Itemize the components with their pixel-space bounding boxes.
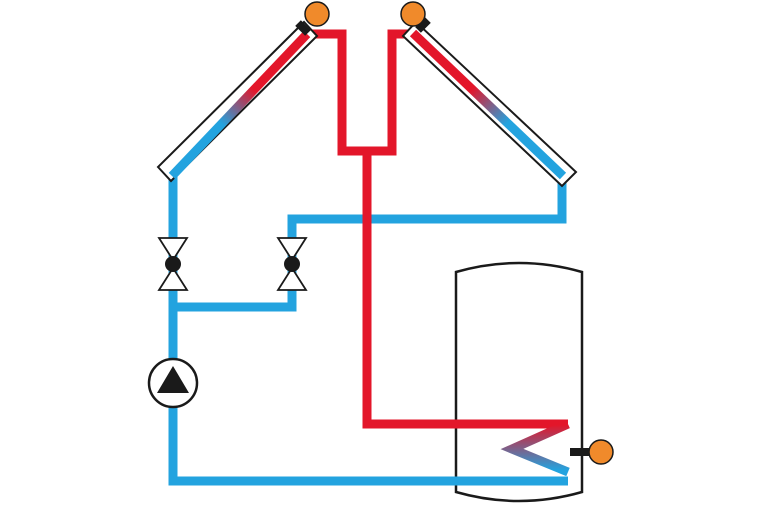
temperature-sensor-right-collector	[400, 1, 426, 27]
valve-actuator	[284, 256, 300, 272]
valve-icon	[157, 237, 189, 262]
valve-left	[157, 237, 189, 291]
sensor-probe-left	[295, 20, 311, 36]
valve-icon	[276, 237, 308, 262]
valve-icon-lower	[157, 266, 189, 291]
collector-absorber-left	[168, 30, 311, 180]
tank-sensor-assembly	[570, 439, 614, 465]
valve-icon-lower	[276, 266, 308, 291]
cold-pipe-right-valve-branch	[173, 175, 567, 312]
hot-pipe-manifold	[311, 29, 417, 156]
temperature-sensor-storage-tank	[588, 439, 614, 465]
pump-arrow	[157, 366, 189, 393]
sensor-probe-tank	[570, 448, 592, 456]
temperature-sensor-left-collector	[304, 1, 330, 27]
circulation-pump	[147, 357, 199, 409]
hot-pipe-to-tank	[362, 151, 568, 429]
solar-collector-left	[156, 1, 330, 183]
hot-flow-piping	[311, 29, 568, 429]
heat-exchanger-coil	[500, 419, 570, 477]
solar-collector-right	[400, 1, 578, 188]
valve-actuator	[165, 256, 181, 272]
collector-absorber-right	[409, 29, 567, 180]
sensor-probe-right	[415, 17, 431, 33]
storage-tank	[454, 261, 584, 503]
valve-right	[276, 237, 308, 291]
